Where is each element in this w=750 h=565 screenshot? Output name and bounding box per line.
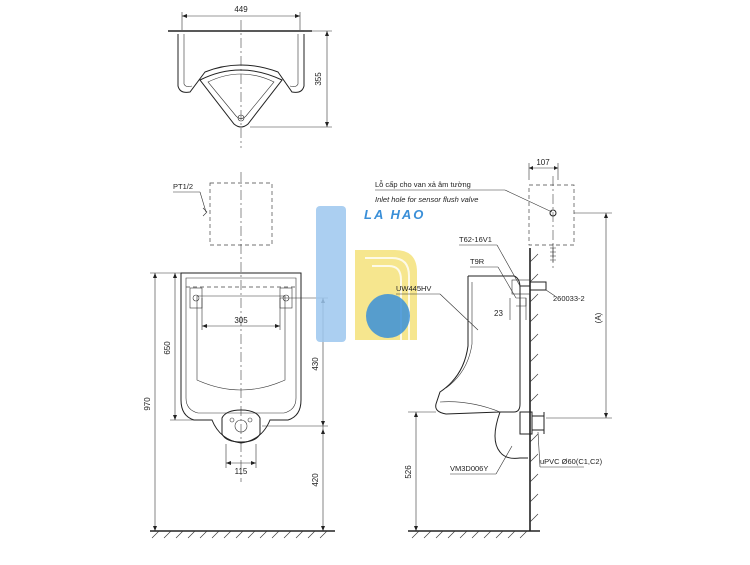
label-inlet-en: Inlet hole for sensor flush valve: [375, 195, 478, 204]
dim-107: 107: [536, 158, 550, 167]
label-vm3d: VM3D006Y: [450, 464, 488, 473]
top-view: 449 355: [168, 5, 332, 148]
label-t9r: T9R: [470, 257, 485, 266]
label-t62: T62-16V1: [459, 235, 492, 244]
label-inlet-vi: Lỗ cấp cho van xả âm tường: [375, 180, 471, 189]
dim-526: 526: [404, 465, 413, 479]
watermark-logo: LA HAO: [316, 206, 425, 342]
dim-115: 115: [235, 467, 248, 476]
dim-430: 430: [311, 357, 320, 371]
dim-420: 420: [311, 473, 320, 487]
dim-top-width: 449: [234, 5, 248, 14]
side-view: 107 Lỗ cấp cho van xả âm tường Inlet hol…: [375, 158, 612, 539]
front-view: PT1/2 305 115: [143, 172, 335, 539]
label-upvc: uPVC Ø60(C1,C2): [540, 457, 603, 466]
label-260033: 260033-2: [553, 294, 585, 303]
dim-top-depth: 355: [314, 72, 323, 86]
dim-650: 650: [163, 341, 172, 355]
watermark-text: LA HAO: [364, 207, 425, 222]
dim-23: 23: [494, 309, 503, 318]
label-uw445: UW445HV: [396, 284, 431, 293]
dim-970: 970: [143, 397, 152, 411]
label-pt12: PT1/2: [173, 182, 193, 191]
dim-305: 305: [234, 316, 248, 325]
dim-A: (A): [594, 312, 603, 323]
